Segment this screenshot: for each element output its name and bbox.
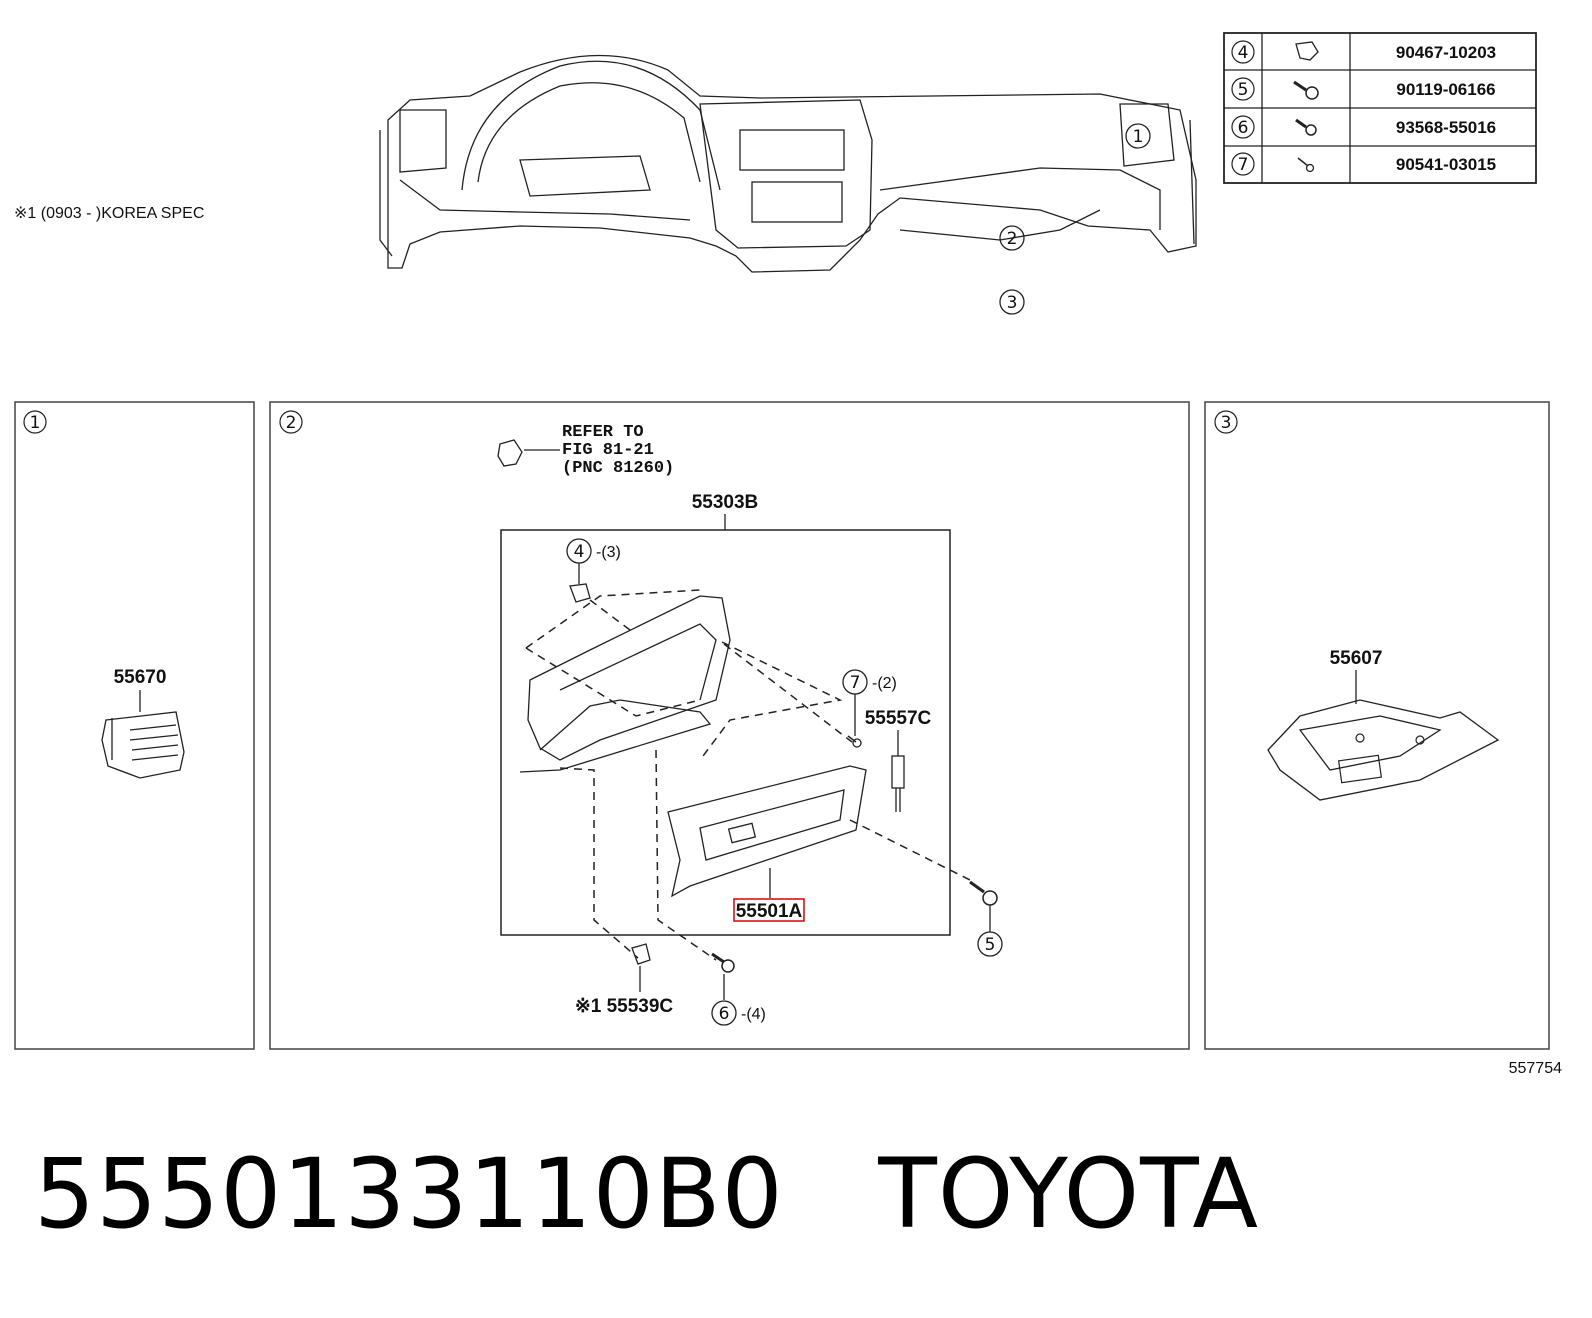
screw-icon bbox=[1295, 118, 1317, 136]
refer-note-line-2: FIG 81-21 bbox=[562, 441, 654, 460]
part-label-55501A: 55501A bbox=[736, 901, 803, 922]
highlighted-part-box bbox=[733, 898, 805, 922]
svg-text:6: 6 bbox=[1238, 118, 1249, 138]
parts-table: 4 90467-10203 5 90119-06166 6 93568-5501… bbox=[1223, 32, 1537, 184]
svg-text:90467-10203: 90467-10203 bbox=[1396, 43, 1496, 62]
under-cover-illustration bbox=[1267, 699, 1500, 801]
svg-text:7: 7 bbox=[1238, 155, 1249, 175]
svg-text:2: 2 bbox=[286, 413, 297, 433]
table-row: 6 93568-55016 bbox=[1231, 115, 1496, 139]
clip-icon bbox=[569, 583, 591, 603]
panel-1: 1 55670 bbox=[14, 401, 255, 1050]
part-label-55607: 55607 bbox=[1330, 648, 1383, 669]
screw-icon bbox=[711, 952, 735, 973]
footer-part-number: 5550133110B0 bbox=[34, 1138, 784, 1250]
glove-box-housing-illustration bbox=[519, 595, 731, 773]
table-row: 4 90467-10203 bbox=[1231, 40, 1496, 64]
part-label-55539C: ※1 55539C bbox=[575, 996, 674, 1017]
refer-note-line-3: (PNC 81260) bbox=[562, 459, 674, 478]
callout-2-top: 2 bbox=[999, 225, 1025, 251]
callout-3-top: 3 bbox=[999, 289, 1025, 315]
svg-text:4: 4 bbox=[1238, 43, 1249, 63]
glove-box-door-illustration bbox=[667, 765, 867, 898]
svg-text:2: 2 bbox=[1007, 229, 1018, 249]
table-row: 7 90541-03015 bbox=[1231, 152, 1496, 176]
part-label-55557C: 55557C bbox=[865, 708, 932, 729]
panel-3: 3 55607 bbox=[1204, 401, 1550, 1050]
svg-text:7: 7 bbox=[850, 673, 861, 693]
table-row: 5 90119-06166 bbox=[1231, 77, 1496, 101]
refer-clip-icon bbox=[497, 439, 560, 467]
svg-text:1: 1 bbox=[1133, 127, 1144, 147]
illustration-number: 557754 bbox=[1509, 1060, 1562, 1077]
svg-text:6: 6 bbox=[719, 1004, 730, 1024]
footer-title: 5550133110B0 TOYOTA bbox=[34, 1138, 1259, 1250]
air-vent-illustration bbox=[101, 711, 185, 779]
screw-icon bbox=[1293, 80, 1319, 100]
svg-text:90541-03015: 90541-03015 bbox=[1396, 155, 1496, 174]
dashboard-overview-illustration bbox=[379, 54, 1197, 273]
svg-text:5: 5 bbox=[985, 935, 996, 955]
footer-brand: TOYOTA bbox=[878, 1138, 1260, 1250]
korea-spec-note: ※1 (0903 - )KOREA SPEC bbox=[14, 205, 204, 222]
svg-text:1: 1 bbox=[30, 413, 41, 433]
part-label-55303B: 55303B bbox=[692, 492, 759, 513]
svg-text:90119-06166: 90119-06166 bbox=[1396, 80, 1495, 99]
damper-illustration bbox=[891, 755, 905, 812]
pin-icon bbox=[1297, 157, 1315, 173]
panel-2: 2 REFER TO FIG 81-21 (PNC 81260) 55303B … bbox=[269, 401, 1190, 1050]
svg-text:5: 5 bbox=[1238, 80, 1249, 100]
stopper-icon bbox=[631, 943, 651, 965]
callout-1-top: 1 bbox=[1125, 123, 1151, 149]
refer-note-line-1: REFER TO bbox=[562, 423, 644, 442]
part-label-55670: 55670 bbox=[114, 667, 167, 688]
svg-text:93568-55016: 93568-55016 bbox=[1396, 118, 1496, 137]
pin-icon bbox=[847, 735, 862, 748]
svg-text:-(4): -(4) bbox=[741, 1006, 766, 1023]
svg-text:-(3): -(3) bbox=[596, 544, 621, 561]
screw-icon bbox=[969, 880, 998, 906]
clip-icon bbox=[1295, 41, 1319, 61]
svg-text:3: 3 bbox=[1221, 413, 1232, 433]
svg-text:4: 4 bbox=[574, 542, 585, 562]
svg-text:-(2): -(2) bbox=[872, 675, 897, 692]
svg-text:3: 3 bbox=[1007, 293, 1018, 313]
